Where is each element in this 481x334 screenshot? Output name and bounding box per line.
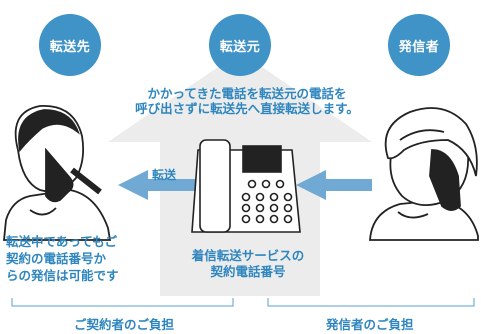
incoming-arrow-left	[296, 170, 372, 200]
desk-phone-icon	[191, 139, 301, 233]
origin-node: 転送元	[209, 14, 271, 76]
destination-person-icon	[3, 105, 112, 241]
service-line-2: 契約電話番号	[210, 264, 286, 279]
note-line-3: らの発信は可能です	[6, 268, 119, 283]
right-bracket	[267, 298, 475, 307]
destination-node: 転送先	[39, 14, 101, 76]
service-number-label: 着信転送サービスの 契約電話番号	[178, 248, 318, 280]
caller-node: 発信者	[388, 14, 450, 76]
left-bracket	[11, 298, 234, 307]
description-text: かかってきた電話を転送元の電話を 呼び出さずに転送先へ直接転送します。	[102, 86, 392, 116]
note-line-2: 契約の電話番号か	[6, 251, 107, 266]
note-line-1: 転送中であってもご	[6, 234, 118, 249]
description-line-1: かかってきた電話を転送元の電話を	[147, 86, 347, 101]
transfer-label: 転送	[152, 168, 177, 182]
caller-person-icon	[369, 107, 479, 241]
note-text: 転送中であってもご 契約の電話番号か らの発信は可能です	[6, 233, 162, 284]
description-line-2: 呼び出さずに転送先へ直接転送します。	[135, 101, 359, 116]
caller-burden-label: 発信者のご負担	[326, 317, 414, 332]
service-line-1: 着信転送サービスの	[191, 248, 305, 263]
subscriber-burden-label: ご契約者のご負担	[74, 317, 175, 332]
transfer-arrow-left	[118, 170, 200, 200]
